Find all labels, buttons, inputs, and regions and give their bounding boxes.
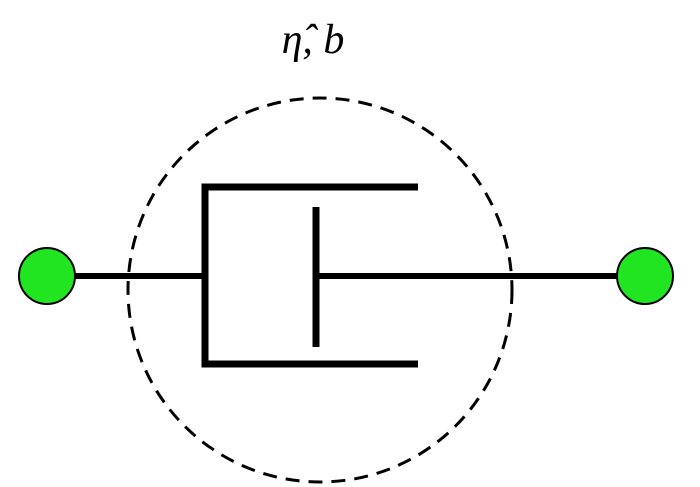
dashed-boundary-circle (126, 96, 514, 484)
right-node (616, 247, 674, 305)
left-node (18, 247, 76, 305)
dashpot-cylinder (201, 183, 418, 368)
dashpot-label: η̂, b (281, 17, 345, 63)
